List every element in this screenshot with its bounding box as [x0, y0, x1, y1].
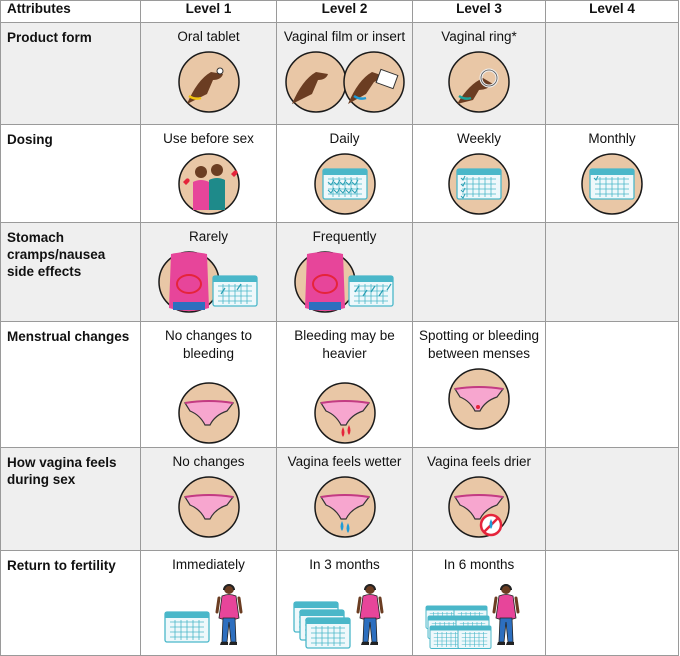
attribute-label: Return to fertility — [0, 550, 141, 656]
cell-fertility-level-1: Immediately — [140, 550, 277, 656]
underwear-icon — [177, 476, 240, 538]
attribute-label: Stomach cramps/nausea side effects — [0, 222, 141, 322]
cell-menstrual-level-1: No changes to bleeding — [140, 321, 277, 448]
pregnant-woman-6-calendars-icon — [425, 582, 520, 649]
level-label — [546, 322, 678, 327]
level-label: No changes — [172, 454, 245, 469]
cell-dosing-level-3: Weekly — [412, 124, 546, 223]
header-attributes: Attributes — [0, 0, 141, 23]
cell-product-form-level-4 — [545, 22, 679, 125]
cell-dosing-level-2: Daily — [276, 124, 413, 223]
underwear-dry-icon — [448, 476, 510, 538]
level-label: No changes to bleeding — [164, 328, 253, 361]
cell-menstrual-level-2: Bleeding may be heavier — [276, 321, 413, 448]
calendar-weekly-icon — [448, 153, 510, 215]
row-product-form: Product form Oral tablet Vaginal film or… — [0, 22, 679, 125]
level-label: Rarely — [188, 229, 228, 244]
cell-vagina-level-4 — [545, 447, 679, 551]
attribute-label: Product form — [0, 22, 141, 125]
header-level-2: Level 2 — [276, 0, 413, 23]
level-label — [546, 448, 678, 453]
level-label: Spotting or bleeding between menses — [418, 328, 540, 361]
attribute-label: Menstrual changes — [0, 321, 141, 448]
header-level-3: Level 3 — [412, 0, 546, 23]
cell-vagina-level-1: No changes — [140, 447, 277, 551]
row-dosing: Dosing Use before sex Daily — [0, 124, 679, 223]
row-menstrual-changes: Menstrual changes No changes to bleeding… — [0, 321, 679, 448]
cell-menstrual-level-4 — [545, 321, 679, 448]
cell-stomach-level-4 — [545, 222, 679, 322]
level-label: Use before sex — [163, 131, 254, 146]
level-label: Vagina feels wetter — [287, 454, 402, 469]
level-label: Monthly — [588, 131, 636, 146]
level-label: Immediately — [172, 557, 245, 572]
level-label — [546, 223, 678, 228]
level-label — [546, 23, 678, 28]
header-level-4: Level 4 — [545, 0, 679, 23]
header-row: Attributes Level 1 Level 2 Level 3 Level… — [0, 0, 679, 23]
row-return-to-fertility: Return to fertility Immediately In 3 mon… — [0, 550, 679, 656]
cell-product-form-level-2: Vaginal film or insert — [276, 22, 413, 125]
cell-vagina-level-3: Vagina feels drier — [412, 447, 546, 551]
cell-product-form-level-3: Vaginal ring* — [412, 22, 546, 125]
cell-stomach-level-2: Frequently — [276, 222, 413, 322]
cell-dosing-level-4: Monthly — [545, 124, 679, 223]
level-label — [413, 223, 545, 228]
hand-ring-icon — [448, 51, 510, 113]
level-label: Oral tablet — [177, 29, 240, 44]
attribute-label: How vagina feels during sex — [0, 447, 141, 551]
level-label: Bleeding may be heavier — [294, 328, 395, 361]
level-label: Daily — [329, 131, 360, 146]
level-label: Vaginal ring* — [441, 29, 517, 44]
cell-stomach-level-1: Rarely — [140, 222, 277, 322]
pregnant-woman-calendar-icon — [163, 582, 242, 647]
row-vagina-feels: How vagina feels during sex No changes V… — [0, 447, 679, 551]
pregnant-woman-3-calendars-icon — [292, 582, 383, 649]
cell-fertility-level-4 — [545, 550, 679, 656]
hand-film-icon — [284, 51, 405, 113]
hand-tablet-icon — [177, 51, 240, 113]
underwear-wet-icon — [313, 476, 376, 538]
level-label: Frequently — [312, 229, 377, 244]
level-label: Vagina feels drier — [426, 454, 532, 469]
underwear-heavy-bleeding-icon — [313, 382, 376, 444]
level-label: In 3 months — [309, 557, 380, 572]
cell-vagina-level-2: Vagina feels wetter — [276, 447, 413, 551]
cell-menstrual-level-3: Spotting or bleeding between menses — [412, 321, 546, 448]
calendar-daily-icon — [313, 153, 376, 215]
level-label: In 6 months — [443, 557, 515, 572]
stomach-calendar-frequent-icon — [293, 251, 394, 313]
stomach-calendar-rare-icon — [157, 251, 258, 313]
couple-icon — [177, 153, 240, 215]
level-label — [546, 551, 678, 556]
cell-fertility-level-3: In 6 months — [412, 550, 546, 656]
cell-dosing-level-1: Use before sex — [140, 124, 277, 223]
underwear-spotting-icon — [448, 368, 510, 430]
level-label: Vaginal film or insert — [283, 29, 406, 44]
cell-fertility-level-2: In 3 months — [276, 550, 413, 656]
cell-stomach-level-3 — [412, 222, 546, 322]
row-stomach-cramps: Stomach cramps/nausea side effects Rarel… — [0, 222, 679, 322]
underwear-icon — [177, 382, 240, 444]
attribute-label: Dosing — [0, 124, 141, 223]
level-label: Weekly — [456, 131, 501, 146]
cell-product-form-level-1: Oral tablet — [140, 22, 277, 125]
calendar-monthly-icon — [581, 153, 643, 215]
header-level-1: Level 1 — [140, 0, 277, 23]
